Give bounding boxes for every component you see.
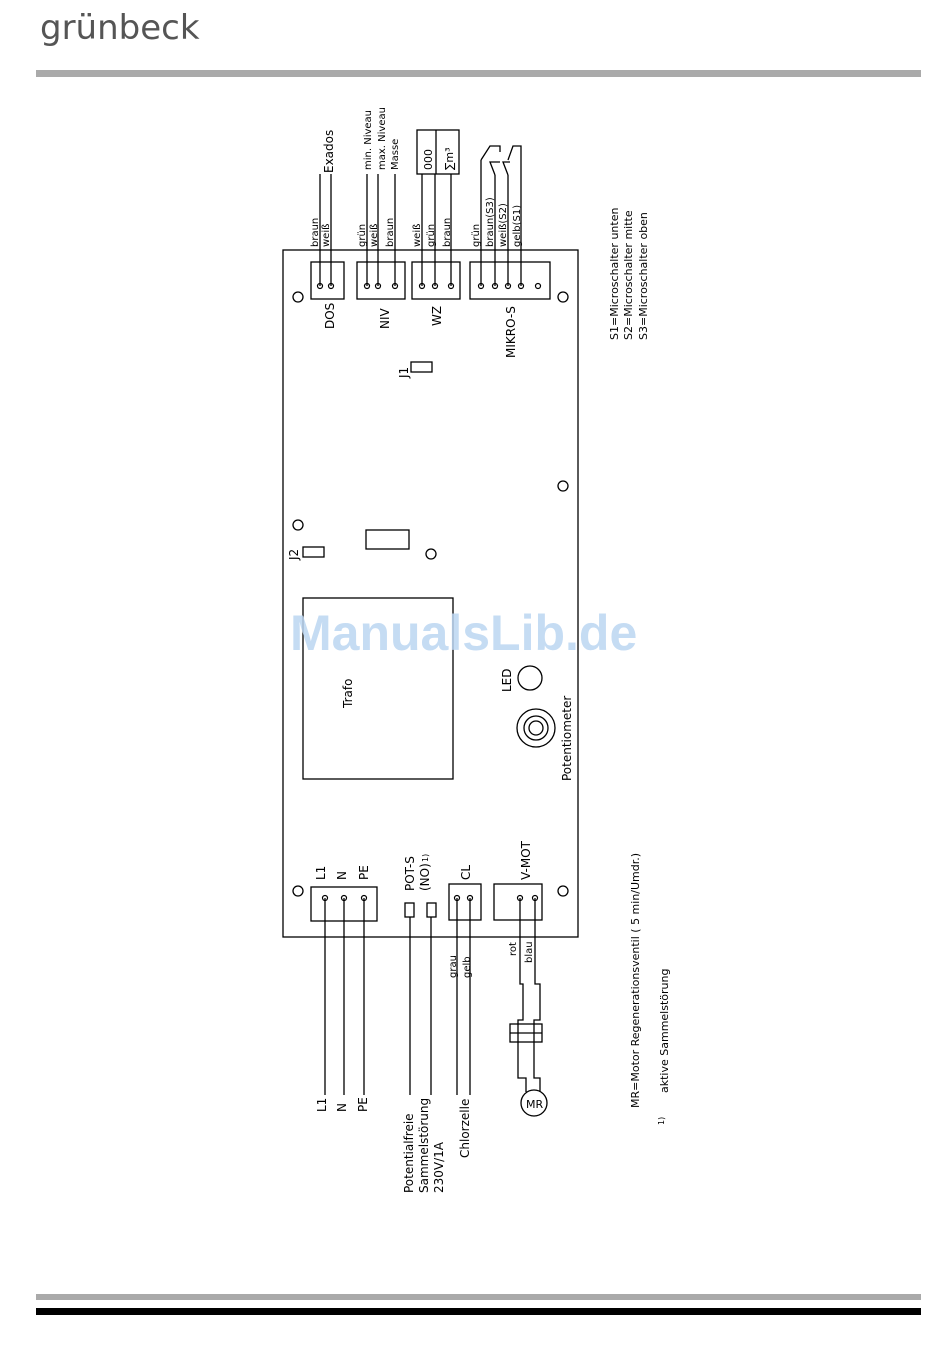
wire-mikro-2: braun(S3) [485,197,496,247]
pin-pe: PE [357,865,371,880]
water-meter [416,129,460,175]
connector-dos [310,261,345,300]
label-potentiometer: Potentiometer [560,696,574,781]
legend-footnote: aktive Sammelstörung [658,969,671,1093]
label-exados: Exados [322,130,336,173]
wire-dos-1: braun [310,218,321,247]
ext-pe: PE [356,1097,370,1112]
label-counter: 000 [422,149,435,170]
wire-wz-2: grün [426,224,437,247]
circuit-board [282,249,579,938]
label-pots-no: (NO) [418,863,432,891]
label-dos: DOS [323,303,337,329]
brand-logo: grünbeck [40,8,200,48]
header-rule [36,70,921,77]
wire-niv-2: weiß [369,224,380,247]
label-chlorzelle: Chlorzelle [458,1099,472,1158]
wire-mikro-4: gelb(S1) [512,205,523,247]
wire-mikro-3: weiß(S2) [498,203,509,247]
legend-s3: S3=Microschalter oben [637,212,650,340]
connector-vmot [493,883,543,921]
label-niv: NIV [378,307,392,329]
connector-niv [356,261,406,300]
wire-niv-3: braun [385,218,396,247]
niv-device-3: Masse [390,139,401,170]
label-j2: J2 [287,549,301,561]
legend-motor: MR=Motor Regenerationsventil ( 5 min/Umd… [629,853,642,1108]
legend-s2: S2=Microschalter mitte [622,210,635,340]
footer-rule-black [36,1308,921,1315]
niv-device-2: max. Niveau [377,107,388,170]
connector-cl [448,883,482,921]
footer-rule-grey [36,1294,921,1300]
wire-dos-2: weiß [321,224,332,247]
wire-mikro-1: grün [471,224,482,247]
ext-n: N [335,1103,349,1112]
wire-wz-3: braun [442,218,453,247]
connector-wz [411,261,461,300]
motor-mr [520,1089,548,1117]
wire-niv-1: grün [357,224,368,247]
label-vmot: V-MOT [519,840,533,880]
jumper-j2 [302,546,325,558]
jumper-j1 [410,361,433,373]
label-mikro: MIKRO-S [504,306,518,358]
label-j1: J1 [397,367,411,379]
watermark: ManualsLib.de [290,605,637,661]
pin-l1: L1 [314,866,328,880]
wire-wz-1: weiß [412,224,423,247]
label-wz: WZ [430,306,444,326]
niv-device-1: min. Niveau [363,110,374,170]
transformer [302,597,454,780]
pots-line-2: Sammelstörung [417,1098,431,1193]
wire-cl-1: grau [448,955,459,978]
label-mr: MR [526,1098,543,1111]
wire-cl-2: gelb [462,956,473,978]
connector-mikro [469,261,551,300]
legend-s1: S1=Microschalter unten [608,208,621,340]
label-pots: POT-S [403,856,417,891]
wire-vmot-1: rot [508,942,519,956]
label-trafo: Trafo [341,679,355,709]
pots-line-3: 230V/1A [432,1141,446,1193]
potentiometer [516,708,556,748]
label-cl: CL [459,865,473,880]
label-led: LED [500,668,514,692]
label-counter-unit: ∑m³ [443,147,456,170]
legend-footnote-mark: 1) [657,1117,666,1125]
led [517,665,543,691]
pin-n: N [335,871,349,880]
ext-l1: L1 [315,1098,329,1112]
label-pots-footnote: 1) [421,854,430,862]
wire-vmot-2: blau [524,941,535,963]
pots-line-1: Potentialfreie [402,1113,416,1193]
